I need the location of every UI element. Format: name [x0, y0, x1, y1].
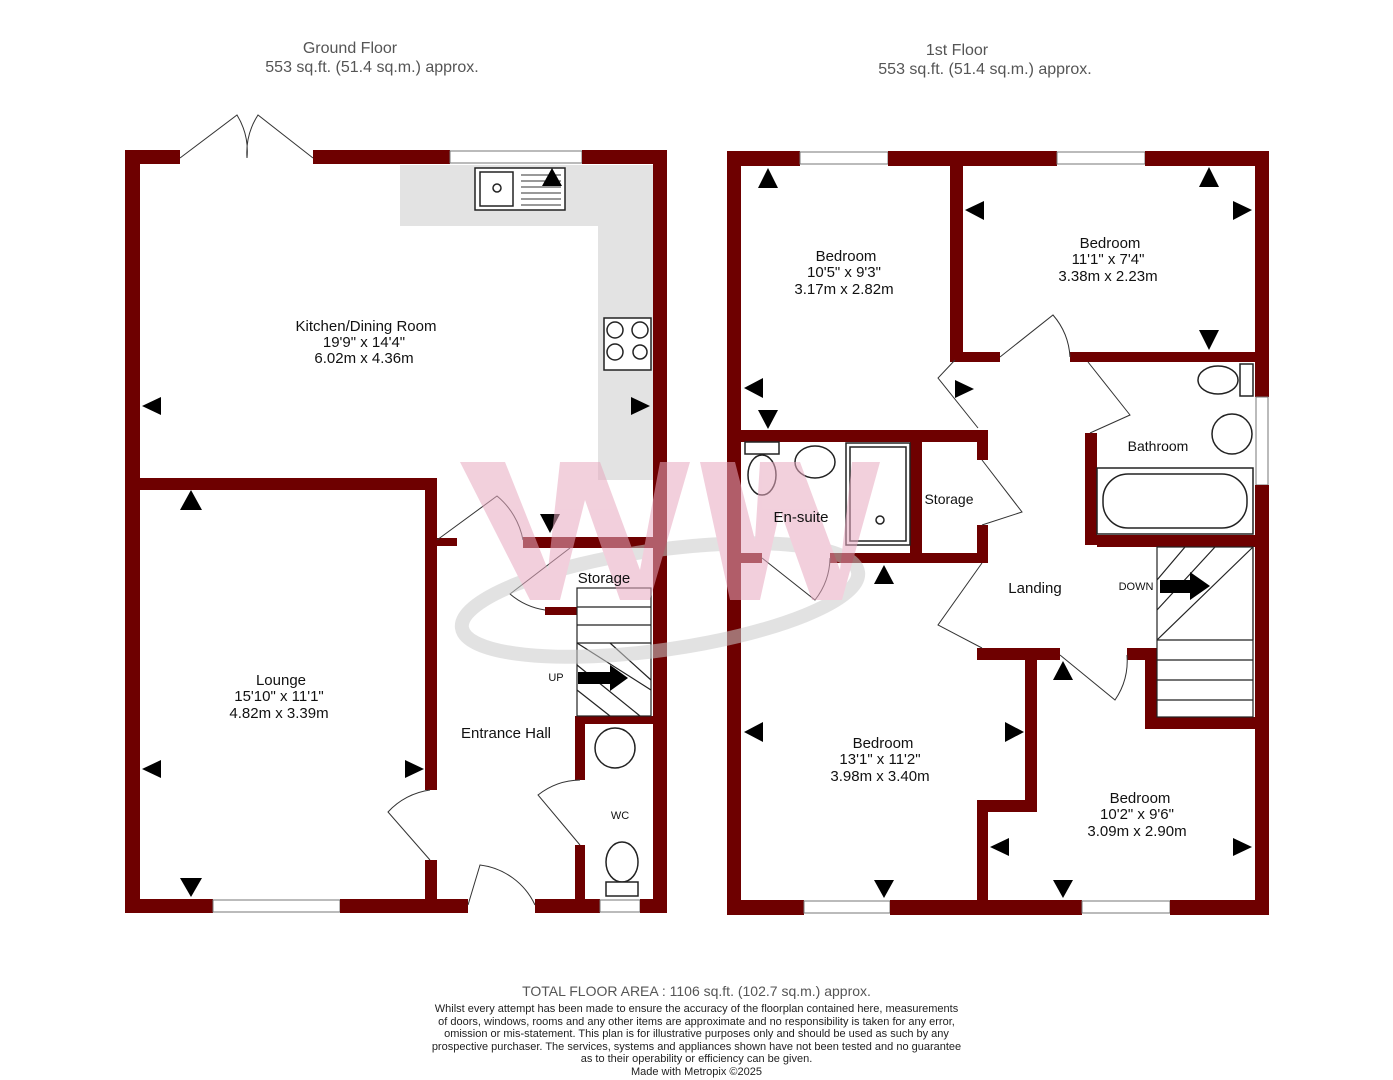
up-label: UP: [548, 672, 563, 684]
bath-icon: [1096, 467, 1254, 535]
bedroom2-name: Bedroom: [1080, 235, 1141, 252]
door: [937, 562, 983, 649]
basin-icon: [594, 727, 636, 769]
ground-floor-plan: [125, 114, 667, 913]
window: [212, 899, 341, 913]
kitchen-metric: 6.02m x 4.36m: [314, 350, 413, 367]
down-label: DOWN: [1119, 581, 1154, 593]
door: [1059, 654, 1128, 701]
disclaimer-line: prospective purchaser. The services, sys…: [431, 1040, 962, 1053]
window: [799, 151, 889, 165]
first-floor-area: 553 sq.ft. (51.4 sq.m.) approx.: [878, 61, 1091, 78]
bedroom1-metric: 3.17m x 2.82m: [794, 281, 893, 298]
bedroom3-metric: 3.98m x 3.40m: [830, 768, 929, 785]
room-labels: Kitchen/Dining Room 19'9" x 14'4" 6.02m …: [229, 235, 1188, 840]
bathroom-name: Bathroom: [1128, 438, 1189, 454]
bedroom4-metric: 3.09m x 2.90m: [1087, 823, 1186, 840]
total-floor-area: TOTAL FLOOR AREA : 1106 sq.ft. (102.7 sq…: [522, 983, 871, 999]
entrance-hall-name: Entrance Hall: [461, 725, 551, 742]
ensuite-name: En-suite: [773, 509, 828, 526]
dimension-arrow-icons: [744, 167, 1252, 898]
bedroom4-name: Bedroom: [1110, 790, 1171, 807]
watermark-logo: [454, 462, 880, 664]
ground-floor-title: Ground Floor: [303, 40, 398, 57]
footer: TOTAL FLOOR AREA : 1106 sq.ft. (102.7 sq…: [0, 983, 1393, 1078]
bedroom1-imperial: 10'5" x 9'3": [807, 264, 881, 281]
french-doors: [179, 114, 314, 159]
window: [803, 900, 891, 914]
door: [937, 359, 979, 429]
toilet-icon: [1197, 363, 1254, 397]
door: [1087, 361, 1131, 434]
door: [999, 314, 1071, 358]
window: [1056, 151, 1146, 165]
lounge-name: Lounge: [256, 672, 306, 689]
bedroom4-imperial: 10'2" x 9'6": [1100, 806, 1174, 823]
window: [599, 899, 641, 913]
storage-first-name: Storage: [924, 491, 973, 507]
bedroom3-name: Bedroom: [853, 735, 914, 752]
bedroom3-imperial: 13'1" x 11'2": [839, 751, 920, 768]
disclaimer-line: omission or mis-statement. This plan is …: [444, 1028, 949, 1040]
bedroom1-name: Bedroom: [816, 248, 877, 265]
landing-name: Landing: [1008, 580, 1061, 597]
lounge-imperial: 15'10" x 11'1": [234, 688, 324, 705]
toilet-icon: [605, 841, 639, 897]
ground-floor-area: 553 sq.ft. (51.4 sq.m.) approx.: [265, 59, 478, 76]
front-door: [467, 864, 536, 906]
bedroom2-metric: 3.38m x 2.23m: [1058, 268, 1157, 285]
down-arrow-icon: [1160, 572, 1210, 600]
kitchen-imperial: 19'9" x 14'4": [323, 334, 405, 351]
hob-icon: [603, 317, 652, 371]
window: [449, 150, 583, 164]
disclaimer-line: Whilst every attempt has been made to en…: [434, 1003, 959, 1015]
credit: Made with Metropix ©2025: [630, 1065, 762, 1078]
door: [981, 459, 1023, 526]
wc-name: WC: [611, 810, 629, 822]
kitchen-counter: [400, 165, 653, 480]
first-floor-title: 1st Floor: [926, 42, 989, 59]
disclaimer-line: as to their operability or efficiency ca…: [580, 1053, 813, 1065]
window: [1255, 396, 1269, 486]
disclaimer-line: of doors, windows, rooms and any other i…: [438, 1015, 955, 1028]
lounge-metric: 4.82m x 3.39m: [229, 705, 328, 722]
staircase: [1156, 546, 1254, 718]
up-arrow-icon: [578, 665, 628, 691]
window: [1081, 900, 1171, 914]
door: [387, 789, 431, 861]
basin-icon: [1211, 413, 1253, 455]
kitchen-name: Kitchen/Dining Room: [296, 318, 437, 335]
storage-name: Storage: [578, 570, 631, 587]
door: [537, 779, 581, 846]
bedroom2-imperial: 11'1" x 7'4": [1072, 251, 1145, 268]
